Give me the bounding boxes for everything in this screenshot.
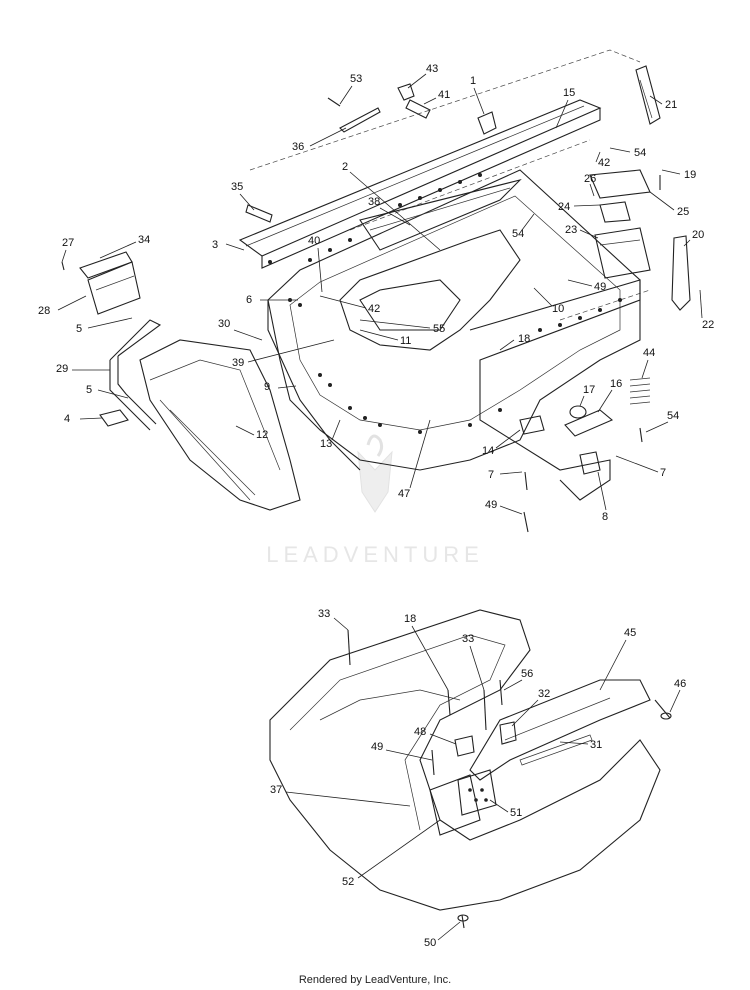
- callout-label: 34: [138, 234, 150, 246]
- callout-label: 54: [512, 228, 524, 240]
- callout-label: 5: [86, 384, 92, 396]
- callout-label: 41: [438, 89, 450, 101]
- callout-label: 47: [398, 488, 410, 500]
- callout-label: 45: [624, 627, 636, 639]
- callout-label: 35: [231, 181, 243, 193]
- upper-body-assembly: [238, 49, 691, 533]
- callout-label: 27: [62, 237, 74, 249]
- footer-credit: Rendered by LeadVenture, Inc.: [298, 974, 452, 986]
- callout-label: 51: [510, 807, 522, 819]
- callout-label: 7: [488, 469, 494, 481]
- callout-label: 19: [684, 169, 696, 181]
- callout-label: 50: [424, 937, 436, 949]
- callout-label: 56: [521, 668, 533, 680]
- callout-label: 20: [692, 229, 704, 241]
- callout-label: 29: [56, 363, 68, 375]
- lower-seat-assembly: [269, 609, 672, 929]
- callout-label: 54: [667, 410, 679, 422]
- leadventure-watermark: LEADVENTURE: [266, 434, 484, 567]
- callout-label: 49: [594, 281, 606, 293]
- callout-label: 10: [552, 303, 564, 315]
- callout-label: 16: [610, 378, 622, 390]
- callout-label: 1: [470, 75, 476, 87]
- callout-label: 13: [320, 438, 332, 450]
- callout-label: 46: [674, 678, 686, 690]
- callout-label: 9: [264, 381, 270, 393]
- callout-label: 30: [218, 318, 230, 330]
- callout-label: 54: [634, 147, 646, 159]
- callout-label: 17: [583, 384, 595, 396]
- callout-label: 32: [538, 688, 550, 700]
- callout-label: 22: [702, 319, 714, 331]
- callout-label: 21: [665, 99, 677, 111]
- callout-label: 43: [426, 63, 438, 75]
- callout-label: 37: [270, 784, 282, 796]
- callout-label: 44: [643, 347, 655, 359]
- callout-label: 33: [318, 608, 330, 620]
- callout-label: 23: [565, 224, 577, 236]
- callout-label: 18: [404, 613, 416, 625]
- callout-label: 42: [598, 157, 610, 169]
- mounting-holes: [268, 173, 622, 434]
- watermark-text: LEADVENTURE: [266, 542, 484, 567]
- callout-label: 49: [371, 741, 383, 753]
- callout-label: 5: [76, 323, 82, 335]
- lower-callouts: 33 18 33 45 56 46 32 48 31 49 37 51 52 5…: [270, 608, 686, 949]
- left-parts-group: [61, 251, 301, 511]
- callout-label: 18: [518, 333, 530, 345]
- callout-label: 4: [64, 413, 70, 425]
- callout-label: 48: [414, 726, 426, 738]
- upper-callouts: 53 43 1 15 21 41 36 2 54 42 19 26 35 38 …: [38, 63, 714, 523]
- callout-label: 49: [485, 499, 497, 511]
- callout-label: 36: [292, 141, 304, 153]
- callout-label: 8: [602, 511, 608, 523]
- callout-label: 25: [677, 206, 689, 218]
- callout-label: 53: [350, 73, 362, 85]
- callout-label: 31: [590, 739, 602, 751]
- callout-label: 14: [482, 445, 494, 457]
- callout-label: 11: [400, 335, 411, 347]
- callout-label: 15: [563, 87, 575, 99]
- callout-label: 2: [342, 161, 348, 173]
- callout-label: 33: [462, 633, 474, 645]
- callout-label: 3: [212, 239, 218, 251]
- callout-label: 52: [342, 876, 354, 888]
- callout-label: 28: [38, 305, 50, 317]
- callout-label: 39: [232, 357, 244, 369]
- callout-label: 40: [308, 235, 320, 247]
- callout-label: 26: [584, 173, 596, 185]
- callout-label: 42: [368, 303, 380, 315]
- callout-label: 12: [256, 429, 268, 441]
- callout-label: 6: [246, 294, 252, 306]
- callout-label: 38: [368, 196, 380, 208]
- callout-label: 55: [433, 323, 445, 335]
- callout-label: 24: [558, 201, 570, 213]
- callout-label: 7: [660, 467, 666, 479]
